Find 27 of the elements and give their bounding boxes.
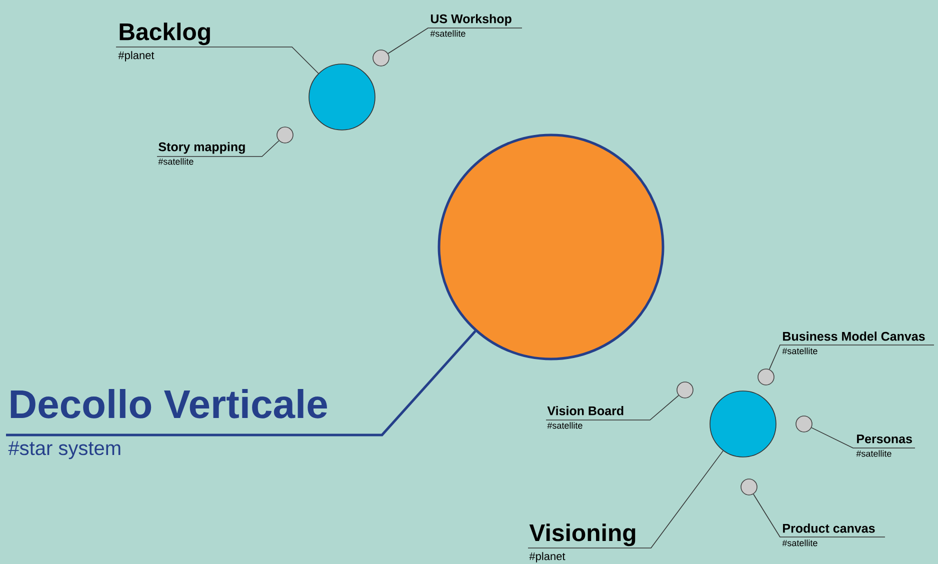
leader-line [388, 28, 522, 54]
leader-line [753, 494, 886, 538]
planet-circle [710, 390, 776, 458]
leader-line [116, 46, 319, 74]
satellite-circle [796, 416, 812, 432]
satellite-label: Vision Board #satellite [547, 406, 624, 429]
star-label: Decollo Verticale #star system [8, 389, 327, 460]
leader-line [156, 140, 280, 157]
leader-line [811, 427, 916, 448]
planet-label: Backlog #planet [118, 22, 210, 62]
satellite-label: Product canvas #satellite [782, 524, 875, 546]
satellite-circle [740, 478, 758, 496]
planet-circle [308, 64, 376, 130]
satellite-label: US Workshop #satellite [430, 14, 512, 37]
leader-line [528, 450, 724, 548]
leader-line [6, 330, 476, 436]
satellite-circle [276, 126, 294, 144]
satellite-circle [676, 382, 694, 398]
star-circle [438, 134, 664, 360]
satellite-label: Personas #satellite [856, 434, 912, 457]
leader-line [546, 395, 680, 420]
satellite-circle [372, 50, 390, 66]
planet-label: Visioning #planet [529, 524, 636, 562]
satellite-label: Business Model Canvas #satellite [782, 332, 925, 354]
satellite-label: Story mapping #satellite [158, 142, 245, 165]
satellite-circle [758, 368, 774, 386]
leader-line [768, 344, 934, 370]
